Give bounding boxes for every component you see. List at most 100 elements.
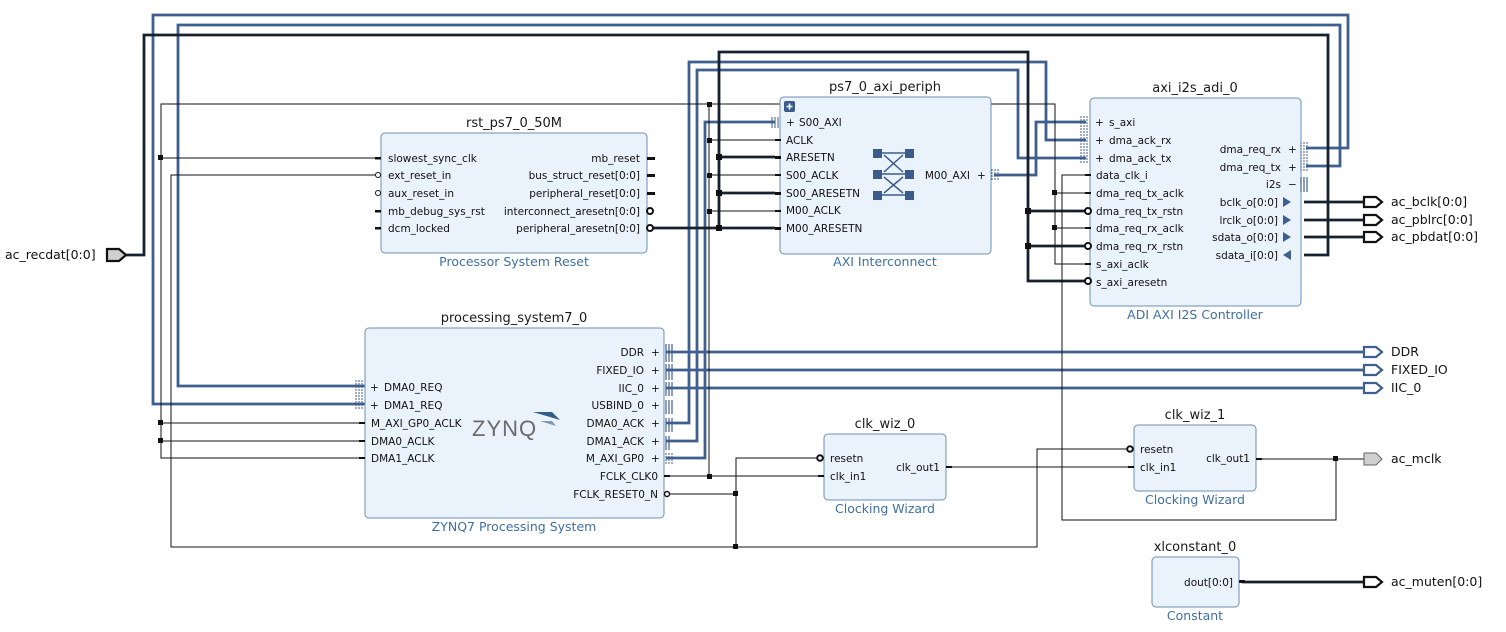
external-port-ac-bclk[interactable]: ac_bclk[0:0]	[1362, 194, 1467, 209]
pin-label: DMA0_REQ	[384, 382, 442, 394]
periph-left-pins: + S00_AXI ACLK ARESETN S00_ACLK S00_ARES…	[771, 117, 862, 235]
pin-label: s_axi_aclk	[1096, 259, 1150, 271]
pin-label: +	[651, 365, 660, 377]
net-dma0-ack[interactable]	[666, 60, 1086, 425]
block-title: clk_wiz_1	[1165, 408, 1226, 423]
pin-label: dma_req_rx_rstn	[1096, 241, 1183, 253]
block-subtitle: ADI AXI I2S Controller	[1127, 307, 1264, 322]
expand-icon[interactable]	[784, 101, 795, 112]
port-label: ac_bclk[0:0]	[1391, 194, 1467, 209]
pin-label: resetn	[1140, 444, 1173, 456]
pin-label: dma_req_tx	[1220, 162, 1281, 174]
block-title: xlconstant_0	[1154, 540, 1237, 555]
pin-label: slowest_sync_clk	[388, 153, 478, 165]
input-arrow-icon	[1283, 250, 1291, 260]
block-processing-system7-0[interactable]: processing_system7_0 ZYNQ7 Processing Sy…	[355, 311, 673, 534]
pin-label: resetn	[830, 453, 863, 465]
pin-label: dma_ack_rx	[1109, 135, 1171, 147]
pin-label: sdata_o[0:0]	[1212, 232, 1278, 244]
output-arrow-icon	[1283, 197, 1291, 207]
pin-label: +	[370, 400, 379, 412]
block-rst-ps7-0-50m[interactable]: rst_ps7_0_50M Processor System Reset slo…	[375, 116, 655, 269]
block-title: clk_wiz_0	[855, 417, 916, 432]
pin-label: clk_out1	[896, 462, 940, 474]
pin-label: DMA1_ACLK	[371, 453, 435, 465]
pin-label: s_axi_aresetn	[1096, 277, 1167, 289]
pin-label: interconnect_aresetn[0:0]	[504, 206, 640, 218]
junction-dots	[158, 102, 1338, 549]
external-port-ddr[interactable]: DDR	[1362, 344, 1419, 359]
external-port-ac-recdat[interactable]: ac_recdat[0:0]	[5, 247, 128, 263]
block-clk-wiz-0[interactable]: clk_wiz_0 Clocking Wizard resetn clk_in1…	[816, 417, 952, 516]
external-port-iic-0[interactable]: IIC_0	[1362, 380, 1421, 395]
output-port-icon	[1363, 452, 1383, 466]
output-port-icon	[1362, 230, 1384, 244]
output-arrow-icon	[1283, 232, 1291, 242]
net-m-axi-gp0[interactable]	[666, 120, 775, 460]
pin-label: +	[651, 418, 660, 430]
pin-label: +	[651, 400, 660, 412]
interface-nets	[151, 13, 1364, 460]
block-xlconstant-0[interactable]: xlconstant_0 Constant dout[0:0]	[1151, 540, 1245, 623]
pin-label: +	[1095, 135, 1104, 147]
pin-label: dout[0:0]	[1184, 577, 1233, 589]
i2s-right-pins: dma_req_rx dma_req_tx i2s bclk_o[0:0] lr…	[1212, 142, 1308, 262]
block-title: rst_ps7_0_50M	[466, 116, 562, 131]
bus-nets	[126, 33, 1364, 584]
port-label: ac_pblrc[0:0]	[1391, 212, 1473, 227]
pin-label: FCLK_CLK0	[600, 471, 658, 483]
output-port-icon	[1362, 213, 1384, 227]
pin-label: lrclk_o[0:0]	[1219, 215, 1278, 227]
pin-label: DMA1_ACK	[587, 436, 646, 448]
pin-label: −	[1288, 179, 1297, 191]
pin-label: M00_ARESETN	[786, 223, 862, 235]
port-label: ac_pbdat[0:0]	[1391, 229, 1478, 244]
block-clk-wiz-1[interactable]: clk_wiz_1 Clocking Wizard resetn clk_in1…	[1126, 408, 1262, 507]
block-subtitle: Constant	[1167, 608, 1223, 623]
pin-label: mb_reset	[591, 153, 640, 165]
output-port-icon	[1362, 575, 1384, 589]
ps7-left-pins: + + DMA0_REQ DMA1_REQ M_AXI_GP0_ACLK DMA…	[355, 380, 463, 465]
pin-label: +	[1095, 117, 1104, 129]
external-port-ac-muten[interactable]: ac_muten[0:0]	[1362, 574, 1482, 589]
pin-label: dcm_locked	[388, 223, 450, 235]
block-ps7-0-axi-periph[interactable]: ps7_0_axi_periph AXI Interconnect + S	[771, 80, 999, 269]
pin-label: +	[1095, 153, 1104, 165]
pin-marker	[816, 454, 824, 462]
scalar-nets	[160, 103, 1364, 548]
external-port-ac-pblrc[interactable]: ac_pblrc[0:0]	[1362, 212, 1473, 227]
pin-label: ARESETN	[786, 152, 835, 164]
rst-right-pins: mb_reset bus_struct_reset[0:0] periphera…	[504, 153, 655, 235]
svg-text:ZYNQ: ZYNQ	[472, 416, 537, 441]
block-subtitle: Processor System Reset	[439, 254, 589, 269]
pin-label: i2s	[1266, 179, 1281, 191]
pin-label: dma_req_tx_aclk	[1096, 188, 1185, 200]
block-axi-i2s-adi-0[interactable]: axi_i2s_adi_0 ADI AXI I2S Controller + +…	[1080, 81, 1308, 322]
net-fclk-reset0-n[interactable]	[666, 457, 820, 495]
pin-label: +	[651, 383, 660, 395]
net-dma-req-tx[interactable]	[176, 23, 1342, 388]
pin-label: DMA1_REQ	[384, 400, 442, 412]
port-label: ac_muten[0:0]	[1391, 574, 1482, 589]
pin-label: +	[651, 436, 660, 448]
pin-label: +	[651, 453, 660, 465]
pin-label: DMA0_ACLK	[371, 436, 435, 448]
pin-label: DMA0_ACK	[587, 418, 646, 430]
net-m00-axi[interactable]	[994, 120, 1086, 177]
pin-label: dma_req_rx_aclk	[1096, 223, 1185, 235]
pin-label: bclk_o[0:0]	[1220, 197, 1278, 209]
ps7-right-pins: DDR FIXED_IO IIC_0 USBIND_0 DMA0_ACK DMA…	[573, 344, 673, 501]
port-label: DDR	[1391, 344, 1419, 359]
pin-label: S00_AXI	[799, 117, 842, 129]
block-subtitle: ZYNQ7 Processing System	[432, 519, 597, 534]
external-port-ac-pbdat[interactable]: ac_pbdat[0:0]	[1362, 229, 1478, 244]
pin-label: +	[1288, 144, 1297, 156]
net-ac-recdat[interactable]	[126, 33, 1330, 257]
pin-label: data_clk_i	[1096, 170, 1148, 182]
pin-label: s_axi	[1109, 117, 1135, 129]
output-arrow-icon	[1283, 215, 1291, 225]
pin-label: IIC_0	[619, 383, 644, 395]
external-port-fixed-io[interactable]: FIXED_IO	[1362, 362, 1448, 377]
block-subtitle: AXI Interconnect	[833, 254, 937, 269]
external-port-ac-mclk[interactable]: ac_mclk	[1363, 451, 1442, 466]
